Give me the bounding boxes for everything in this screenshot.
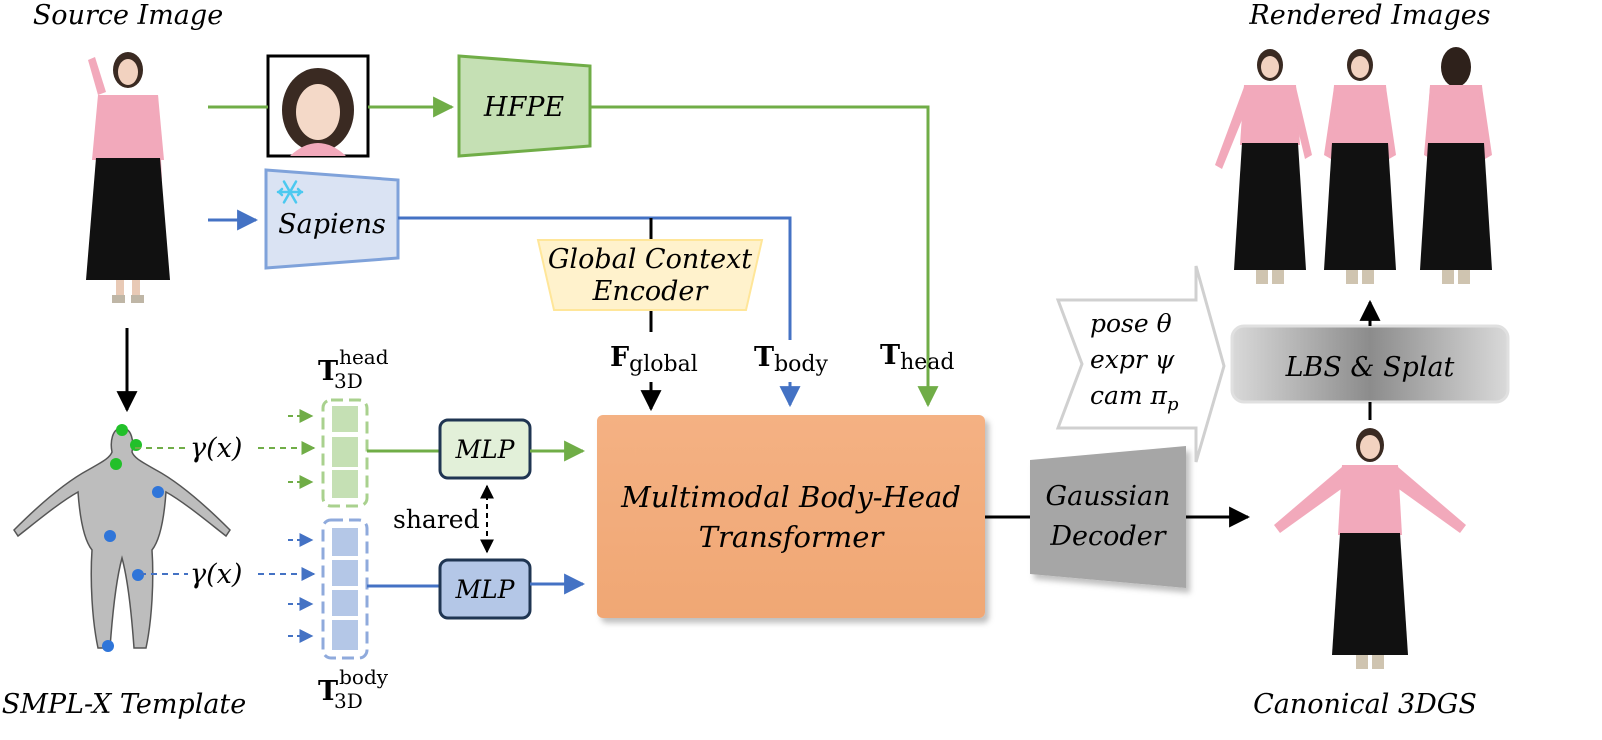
t-head-token: Thead (880, 340, 954, 375)
t3d-body-stack (288, 518, 369, 660)
gamma-body-label: γ(x) (190, 559, 242, 590)
mlp-body-block: MLP (438, 558, 532, 620)
face-crop (266, 54, 370, 158)
shared-label: shared (393, 505, 480, 534)
gce-label-line1: Global Context (548, 244, 752, 275)
transformer-block: Multimodal Body-Head Transformer (597, 415, 985, 618)
canonical-figure (1274, 428, 1466, 669)
body-mesh (13, 424, 231, 652)
hfpe-label: HFPE (483, 92, 564, 123)
f-global-token: Fglobal (610, 342, 698, 377)
t3d-head-stack (288, 398, 369, 508)
snowflake-icon (276, 180, 304, 204)
arrow-hfpe-to-thead (590, 105, 939, 408)
params-arrow-block: pose θ expr ψ cam πp (1055, 265, 1226, 463)
cam-param: cam πp (1090, 381, 1179, 415)
gamma-head-label: γ(x) (190, 433, 242, 464)
arrow-sapiens-to-tbody (398, 216, 792, 340)
mlp-head-block: MLP (438, 418, 532, 480)
gaussian-decoder-block: Gaussian Decoder (1030, 446, 1186, 588)
rendered-figure-1 (1215, 49, 1312, 284)
global-context-encoder-block: Global Context Encoder (536, 239, 764, 311)
source-image-label: Source Image (33, 0, 223, 31)
canonical-3dgs-label: Canonical 3DGS (1253, 689, 1477, 720)
lbs-splat-label: LBS & Splat (1285, 352, 1455, 383)
decoder-label-line1: Gaussian (1046, 481, 1171, 512)
expr-param: expr ψ (1090, 345, 1175, 374)
smplx-template-label: SMPL-X Template (2, 689, 247, 720)
person-figure (86, 52, 170, 303)
rendered-figure-3 (1420, 47, 1492, 284)
transformer-label-line1: Multimodal Body-Head (620, 480, 961, 514)
hfpe-block: HFPE (457, 54, 592, 158)
t-body-token: Tbody (754, 342, 829, 377)
sapiens-label: Sapiens (278, 209, 386, 240)
gce-label-line2: Encoder (592, 276, 710, 307)
lbs-splat-block: LBS & Splat (1230, 324, 1510, 404)
rendered-images-label: Rendered Images (1248, 0, 1490, 31)
pose-param: pose θ (1090, 309, 1172, 338)
mlp-head-label: MLP (454, 435, 515, 464)
rendered-figure-2 (1324, 49, 1396, 284)
mlp-body-label: MLP (454, 575, 515, 604)
sapiens-block: Sapiens (264, 168, 400, 270)
decoder-label-line2: Decoder (1049, 521, 1167, 552)
transformer-label-line2: Transformer (699, 520, 886, 554)
